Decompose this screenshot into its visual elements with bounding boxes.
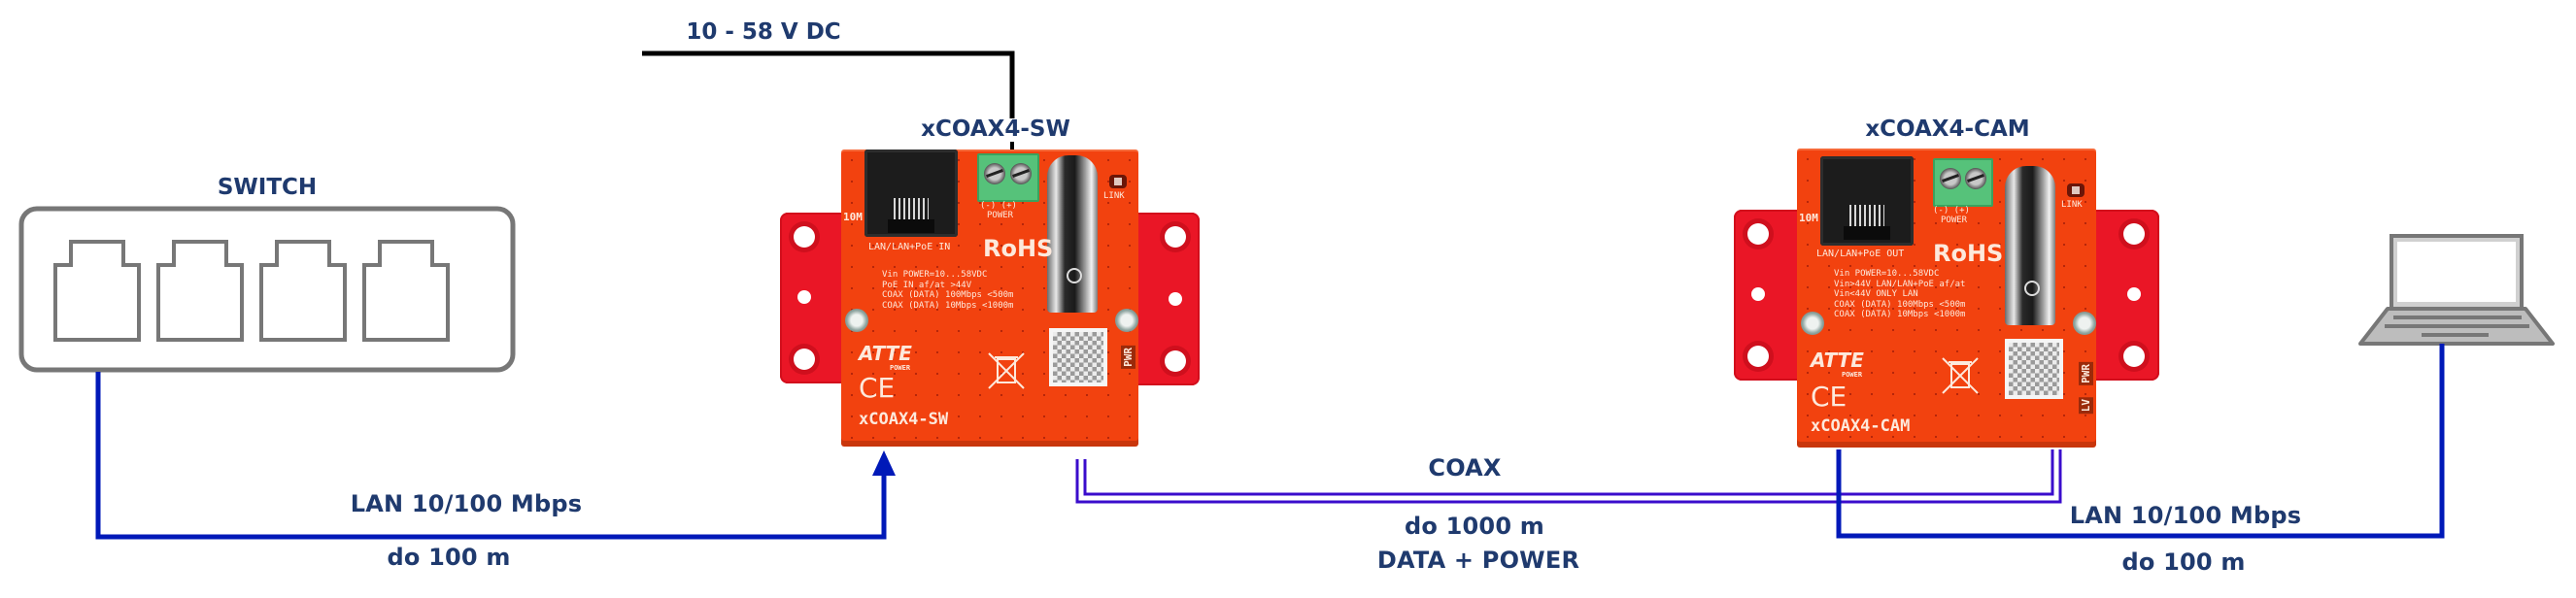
power-polarity-label: (-) (+)	[980, 201, 1017, 211]
bnc-connector-icon	[2005, 166, 2055, 325]
rohs-mark: RoHS	[983, 235, 1054, 262]
link-label: LINK	[1103, 191, 1125, 201]
screw-icon	[1115, 309, 1138, 332]
screw-icon	[845, 309, 868, 332]
rj45-port-icon	[1820, 156, 1914, 246]
spec-line: Vin>44V LAN/LAN+PoE af/at	[1834, 279, 1966, 289]
weee-bin-icon	[1942, 357, 1979, 394]
spec-list: Vin POWER=10...58VDC Vin>44V LAN/LAN+PoE…	[1834, 269, 1965, 320]
brand-sub: POWER	[890, 364, 911, 372]
brand-logo: ATTE	[859, 342, 912, 365]
port-label: LAN/LAN+PoE OUT	[1816, 249, 1905, 259]
ce-mark: CE	[859, 372, 896, 404]
switch-label: SWITCH	[217, 175, 318, 200]
power-supply-label: 10 - 58 V DC	[686, 19, 841, 45]
spec-list: Vin POWER=10...58VDC PoE IN af/at >44V C…	[882, 270, 1013, 311]
weee-bin-icon	[988, 352, 1025, 389]
rj45-port-icon	[864, 150, 958, 237]
coax-label: COAX	[1428, 454, 1502, 482]
power-polarity-label: (-) (+)	[1933, 206, 1970, 216]
device-cam-title: xCOAX4-CAM	[1865, 116, 2030, 142]
coax-payload-label: DATA + POWER	[1376, 547, 1580, 574]
link-label: LINK	[2061, 200, 2083, 210]
screw-icon	[2073, 312, 2096, 335]
pwr-tag: PWR	[2079, 362, 2093, 385]
model-silkscreen: xCOAX4-CAM	[1811, 416, 1911, 436]
rohs-mark: RoHS	[1933, 240, 2004, 267]
network-switch-icon	[18, 206, 516, 373]
spec-line: PoE IN af/at >44V	[882, 280, 972, 290]
arrow-up-icon	[872, 450, 896, 476]
switch-port-4	[362, 240, 450, 342]
mount-tab-left	[780, 213, 848, 383]
power-terminal-icon	[1933, 158, 1993, 207]
brand-sub: POWER	[1842, 371, 1863, 379]
lan-right-speed-label: LAN 10/100 Mbps	[2069, 502, 2302, 529]
coax-cable-outer	[1075, 449, 2062, 504]
qr-code	[2005, 339, 2063, 399]
pcb-board: 10M LAN/LAN+PoE IN (-) (+) POWER LINK Ro…	[841, 150, 1138, 447]
port-speed-label: 10M	[843, 211, 863, 223]
spec-line: COAX (DATA) 10Mbps <1000m	[1834, 310, 1966, 319]
pwr-tag: PWR	[1121, 346, 1135, 369]
screw-icon	[1801, 312, 1824, 335]
coax-cable-inner	[1083, 449, 2054, 496]
power-label: POWER	[1941, 216, 1968, 225]
lan-left-speed-label: LAN 10/100 Mbps	[350, 490, 583, 517]
lan-cable-left	[95, 372, 887, 540]
port-speed-label: 10M	[1799, 212, 1818, 224]
coax-distance-label: do 1000 m	[1405, 513, 1544, 540]
switch-port-3	[259, 240, 347, 342]
lan-left-distance-label: do 100 m	[387, 544, 511, 571]
mount-tab-right	[2088, 210, 2159, 381]
ce-mark: CE	[1811, 381, 1847, 413]
lv-tag: LV	[2079, 397, 2093, 415]
switch-port-2	[156, 240, 244, 342]
device-sw-title: xCOAX4-SW	[921, 116, 1070, 142]
spec-line: COAX (DATA) 100Mbps <500m	[882, 290, 1014, 300]
spec-line: Vin POWER=10...58VDC	[1834, 269, 1940, 279]
brand-logo: ATTE	[1811, 349, 1864, 372]
power-cable	[642, 50, 1015, 118]
laptop-icon	[2358, 234, 2555, 346]
pcb-board: 10M LAN/LAN+PoE OUT (-) (+) POWER LINK R…	[1797, 149, 2096, 448]
mount-tab-left	[1734, 210, 1804, 381]
mount-tab-right	[1130, 213, 1200, 385]
switch-port-1	[53, 240, 141, 342]
lan-right-distance-label: do 100 m	[2121, 548, 2246, 576]
qr-code	[1049, 328, 1107, 386]
spec-line: COAX (DATA) 100Mbps <500m	[1834, 299, 1966, 310]
power-terminal-icon	[977, 153, 1039, 202]
spec-line: COAX (DATA) 10Mbps <1000m	[882, 300, 1014, 311]
spec-line: Vin<44V ONLY LAN	[1834, 289, 1918, 299]
lan-cable-right	[1836, 344, 2445, 539]
model-silkscreen: xCOAX4-SW	[859, 410, 949, 429]
bnc-connector-icon	[1047, 155, 1098, 313]
power-label: POWER	[987, 211, 1014, 220]
link-led-icon	[2067, 183, 2085, 197]
link-led-icon	[1109, 175, 1127, 188]
spec-line: Vin POWER=10...58VDC	[882, 270, 988, 280]
port-label: LAN/LAN+PoE IN	[868, 242, 951, 252]
